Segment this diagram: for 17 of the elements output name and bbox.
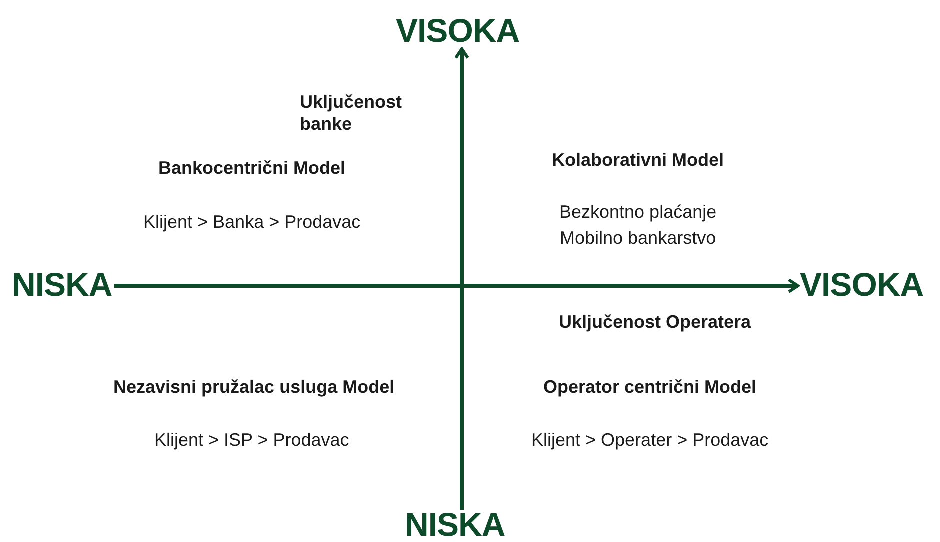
quadrant-description: Bezkontno plaćanje (560, 202, 717, 224)
quadrant-title: Kolaborativni Model (552, 150, 724, 172)
quadrant-description: Klijent > Operater > Prodavac (532, 430, 769, 452)
quadrant-title: Operator centrični Model (544, 377, 757, 399)
axis-arrow (114, 278, 800, 294)
quadrant-title: Nezavisni pružalac usluga Model (114, 377, 395, 399)
quadrant-description: Klijent > Banka > Prodavac (144, 212, 361, 234)
quadrant-description: Mobilno bankarstvo (560, 228, 716, 250)
quadrant-description: Klijent > ISP > Prodavac (154, 430, 350, 452)
axis-end-label: VISOKA (800, 268, 924, 301)
axis-end-label: NISKA (12, 268, 112, 301)
axis-title: Uključenost banke (300, 92, 404, 136)
axis-arrow (454, 48, 470, 510)
axis-end-label: NISKA (405, 508, 506, 541)
axis-title: Uključenost Operatera (559, 312, 752, 334)
quadrant-title: Bankocentrični Model (158, 158, 346, 180)
axis-end-label: VISOKA (396, 14, 520, 47)
